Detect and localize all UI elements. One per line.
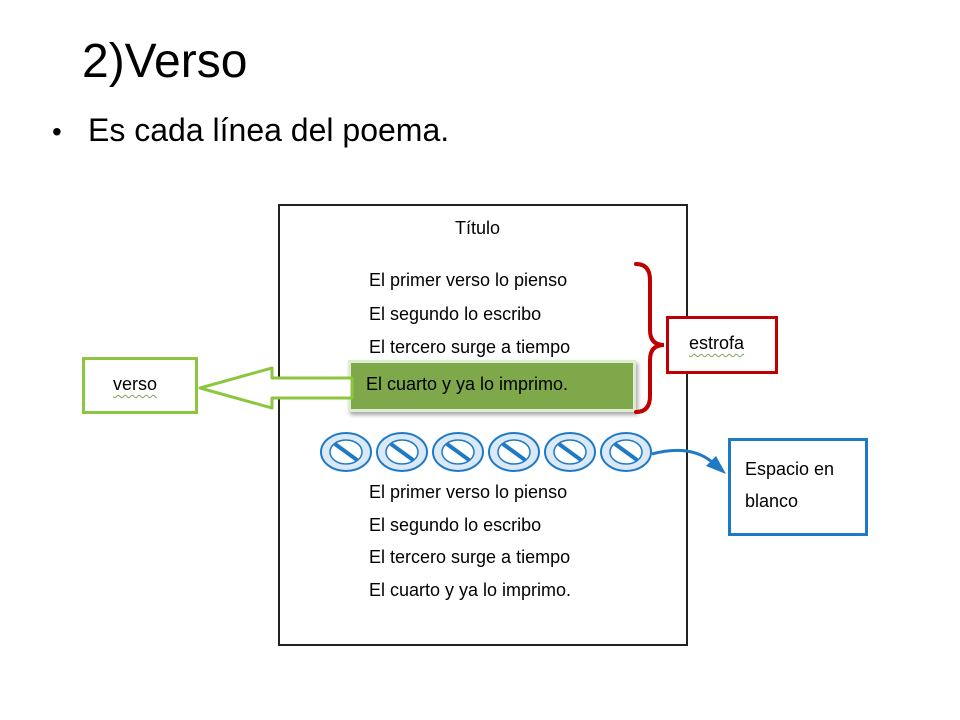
slide-title: 2)Verso <box>82 35 248 88</box>
poem-title: Título <box>455 218 501 238</box>
prohibited-circle-icon <box>376 432 428 472</box>
verso-label: verso <box>113 374 158 394</box>
stanza1-line-1: El primer verso lo pienso <box>369 270 568 290</box>
verso-label-box: verso <box>82 357 198 414</box>
blank-space-icons <box>320 432 652 472</box>
espacio-connector <box>651 448 713 464</box>
espacio-label-box: Espacio en blanco <box>728 438 868 536</box>
stanza2-line-2: El segundo lo escribo <box>369 515 542 535</box>
stanza2-line-4: El cuarto y ya lo imprimo. <box>369 580 572 600</box>
prohibited-circle-icon <box>432 432 484 472</box>
espacio-label-line2: blanco <box>745 491 799 511</box>
stanza2-line-1: El primer verso lo pienso <box>369 482 568 502</box>
espacio-label-line1: Espacio en <box>745 459 835 479</box>
bullet-dot-icon: • <box>52 116 62 147</box>
stanza1-line-2: El segundo lo escribo <box>369 304 542 324</box>
prohibited-circle-icon <box>320 432 372 472</box>
prohibited-circle-icon <box>544 432 596 472</box>
estrofa-label-box: estrofa <box>666 316 778 374</box>
bullet-text: Es cada línea del poema. <box>88 112 450 148</box>
espacio-arrowhead <box>706 456 726 474</box>
prohibited-circle-icon <box>600 432 652 472</box>
prohibited-circle-icon <box>488 432 540 472</box>
estrofa-label: estrofa <box>689 333 745 353</box>
bullet-item: • Es cada línea del poema. <box>52 106 449 156</box>
stanza2-line-3: El tercero surge a tiempo <box>369 547 571 567</box>
estrofa-bracket <box>634 262 665 414</box>
highlighted-verse-text: El cuarto y ya lo imprimo. <box>366 374 569 394</box>
bullet-list: • Es cada línea del poema. <box>52 106 449 156</box>
verso-arrow <box>198 366 354 410</box>
highlighted-verse-box <box>348 360 636 412</box>
stanza1-line-3: El tercero surge a tiempo <box>369 337 571 357</box>
poem-frame <box>278 204 688 646</box>
